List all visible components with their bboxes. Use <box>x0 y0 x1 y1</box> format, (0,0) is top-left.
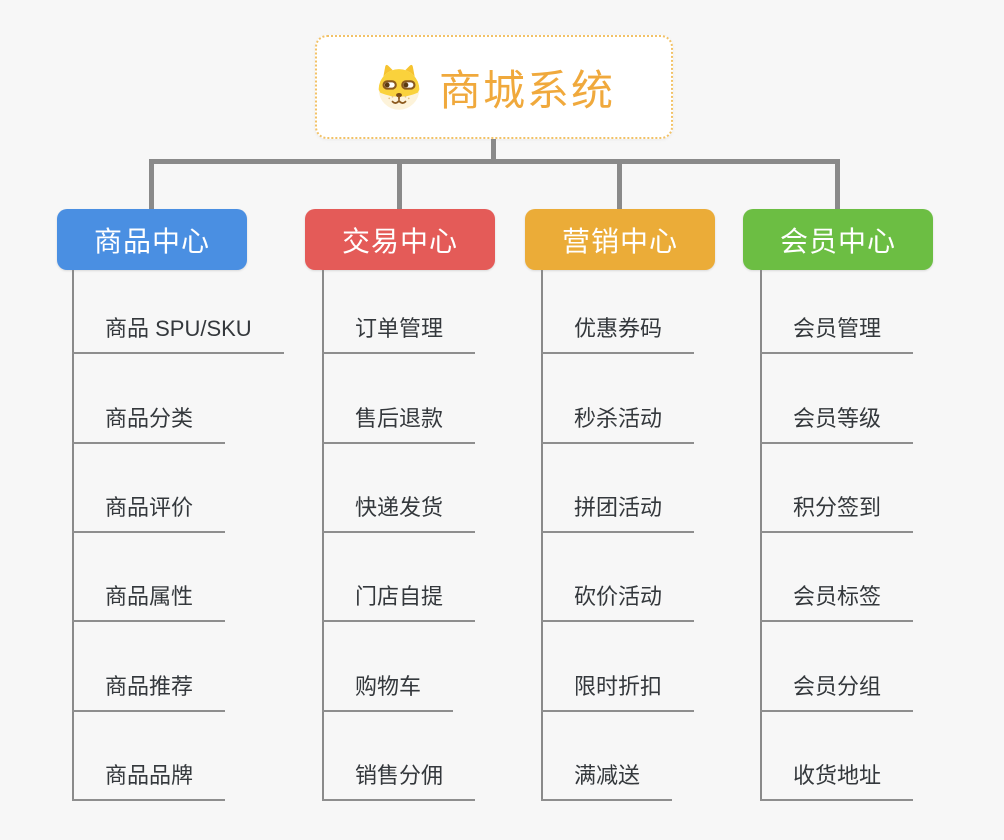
branch-node-trade-center[interactable]: 交易中心 <box>305 209 495 270</box>
leaf-node[interactable]: 砍价活动 <box>541 581 695 622</box>
leaf-node[interactable]: 商品推荐 <box>72 671 226 712</box>
connector-rail <box>149 159 840 164</box>
root-title: 商城系统 <box>438 66 615 114</box>
dog-face-icon <box>373 63 425 111</box>
connector-trunk <box>322 270 324 801</box>
connector-branch-stub <box>149 164 154 209</box>
branch-label: 商品中心 <box>93 225 210 257</box>
leaf-node[interactable]: 满减送 <box>541 760 673 801</box>
leaf-node[interactable]: 商品品牌 <box>72 760 226 801</box>
leaf-node[interactable]: 订单管理 <box>322 313 476 354</box>
leaf-node[interactable]: 优惠券码 <box>541 313 695 354</box>
branch-label: 交易中心 <box>341 225 458 257</box>
leaf-node[interactable]: 购物车 <box>322 671 454 712</box>
connector-trunk <box>541 270 543 801</box>
connector-root-stub <box>491 139 496 161</box>
branch-node-product-center[interactable]: 商品中心 <box>57 209 247 270</box>
leaf-node[interactable]: 会员管理 <box>760 313 914 354</box>
leaf-node[interactable]: 限时折扣 <box>541 671 695 712</box>
connector-branch-stub <box>617 164 622 209</box>
leaf-node[interactable]: 销售分佣 <box>322 760 476 801</box>
branch-label: 营销中心 <box>561 225 678 257</box>
connector-trunk <box>72 270 74 801</box>
leaf-node[interactable]: 商品属性 <box>72 581 226 622</box>
leaf-node[interactable]: 会员等级 <box>760 403 914 444</box>
leaf-node[interactable]: 会员分组 <box>760 671 914 712</box>
leaf-node[interactable]: 商品 SPU/SKU <box>72 313 284 354</box>
leaf-node[interactable]: 商品评价 <box>72 492 226 533</box>
branch-label: 会员中心 <box>779 225 896 257</box>
branch-node-member-center[interactable]: 会员中心 <box>743 209 933 270</box>
connector-trunk <box>760 270 762 801</box>
root-node[interactable]: 商城系统 <box>315 35 673 139</box>
leaf-node[interactable]: 收货地址 <box>760 760 914 801</box>
leaf-node[interactable]: 快递发货 <box>322 492 476 533</box>
leaf-node[interactable]: 会员标签 <box>760 581 914 622</box>
leaf-node[interactable]: 秒杀活动 <box>541 403 695 444</box>
connector-branch-stub <box>397 164 402 209</box>
leaf-node[interactable]: 门店自提 <box>322 581 476 622</box>
leaf-node[interactable]: 商品分类 <box>72 403 226 444</box>
leaf-node[interactable]: 积分签到 <box>760 492 914 533</box>
leaf-node[interactable]: 拼团活动 <box>541 492 695 533</box>
leaf-node[interactable]: 售后退款 <box>322 403 476 444</box>
connector-branch-stub <box>835 164 840 209</box>
branch-node-marketing-center[interactable]: 营销中心 <box>525 209 715 270</box>
